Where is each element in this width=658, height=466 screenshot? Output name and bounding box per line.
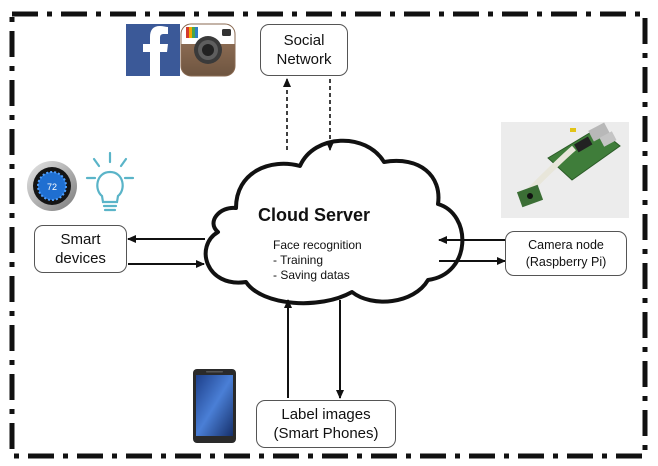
social-network-label-line2: Network bbox=[276, 51, 332, 68]
label-images-label-line2: (Smart Phones) bbox=[273, 425, 379, 442]
cloud-line-face-recognition: Face recognition bbox=[273, 238, 362, 252]
thermostat-reading: 72 bbox=[47, 182, 57, 192]
nest-thermostat-icon: 72 bbox=[27, 161, 77, 211]
label-images-label-line1: Label images bbox=[281, 406, 371, 423]
light-bulb-icon bbox=[85, 151, 135, 212]
smart-devices-label-line2: devices bbox=[55, 250, 106, 267]
raspberry-pi-camera-photo bbox=[501, 122, 629, 218]
camera-node-label-line2: (Raspberry Pi) bbox=[525, 254, 607, 269]
smart-devices-label-line1: Smart bbox=[60, 231, 101, 248]
smart-devices-box: Smart devices bbox=[34, 225, 127, 273]
outer-boundary bbox=[9, 11, 648, 459]
facebook-logo-icon bbox=[126, 24, 180, 76]
cloud-line-saving-datas: - Saving datas bbox=[273, 268, 350, 282]
camera-node-box: Camera node (Raspberry Pi) bbox=[505, 231, 627, 276]
cloud-server-shape bbox=[203, 138, 465, 306]
cloud-line-training: - Training bbox=[273, 253, 324, 267]
smartphone-icon bbox=[193, 369, 236, 443]
cloud-server-description: Face recognition - Training - Saving dat… bbox=[273, 238, 362, 283]
social-network-label-line1: Social bbox=[283, 32, 325, 49]
social-network-box: Social Network bbox=[260, 24, 348, 76]
cloud-server-title: Cloud Server bbox=[258, 205, 371, 225]
camera-node-label-line1: Camera node bbox=[528, 237, 604, 252]
instagram-logo-icon bbox=[180, 23, 236, 77]
label-images-box: Label images (Smart Phones) bbox=[256, 400, 396, 448]
